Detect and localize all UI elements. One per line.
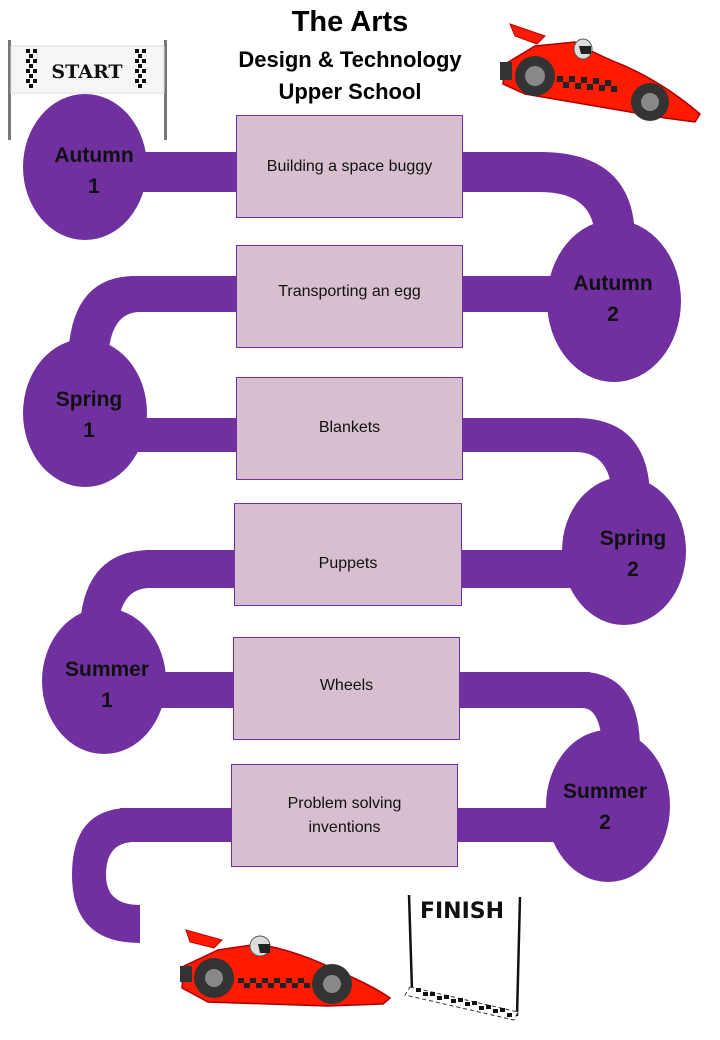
track-curve-4 xyxy=(80,550,150,625)
topic-box-summer-2: Problem solving inventions xyxy=(231,764,458,867)
topic-label: Blankets xyxy=(318,419,381,436)
term-number: 2 xyxy=(627,558,639,581)
topic-label: Problem solving inventions xyxy=(287,794,402,836)
term-label-spring-1: Spring 1 xyxy=(19,384,159,446)
track-u-turn xyxy=(72,808,140,943)
term-number: 1 xyxy=(101,689,113,712)
phase-title: Upper School xyxy=(278,79,422,104)
topic-box-spring-2: Puppets xyxy=(234,503,462,606)
term-number: 2 xyxy=(607,303,619,326)
topic-box-autumn-1: Building a space buggy xyxy=(236,115,463,218)
term-label-spring-2: Spring 2 xyxy=(563,523,703,585)
track-curve-2 xyxy=(68,276,140,360)
term-node-summer-2 xyxy=(546,730,670,882)
term-node-autumn-1 xyxy=(23,94,147,240)
term-label-autumn-2: Autumn 2 xyxy=(543,268,683,330)
term-season: Summer xyxy=(64,658,150,681)
track-curve-1 xyxy=(540,152,635,240)
page-title: The Arts xyxy=(291,6,409,38)
track-curve-3 xyxy=(575,418,650,495)
term-node-summer-1 xyxy=(42,608,166,754)
topic-label: Wheels xyxy=(319,677,374,694)
term-label-summer-1: Summer 1 xyxy=(37,654,177,716)
topic-label: Transporting an egg xyxy=(278,283,421,300)
term-season: Autumn xyxy=(573,272,653,295)
term-node-autumn-2 xyxy=(547,220,681,382)
topic-box-spring-1: Blankets xyxy=(236,377,463,480)
term-season: Spring xyxy=(55,388,123,411)
term-label-autumn-1: Autumn 1 xyxy=(24,140,164,202)
term-label-summer-2: Summer 2 xyxy=(535,776,675,838)
term-number: 1 xyxy=(83,419,95,442)
topic-label: Building a space buggy xyxy=(266,157,433,175)
term-season: Autumn xyxy=(54,144,134,167)
track-curve-5 xyxy=(582,672,640,745)
topic-box-summer-1: Wheels xyxy=(233,637,460,740)
term-node-spring-1 xyxy=(23,339,147,487)
term-number: 2 xyxy=(599,811,611,834)
term-season: Spring xyxy=(599,527,667,550)
term-number: 1 xyxy=(88,175,100,198)
topic-label: Puppets xyxy=(318,555,378,572)
term-season: Summer xyxy=(562,780,648,803)
subject-title: Design & Technology xyxy=(238,47,462,72)
term-node-spring-2 xyxy=(562,477,686,625)
topic-box-autumn-2: Transporting an egg xyxy=(236,245,463,348)
